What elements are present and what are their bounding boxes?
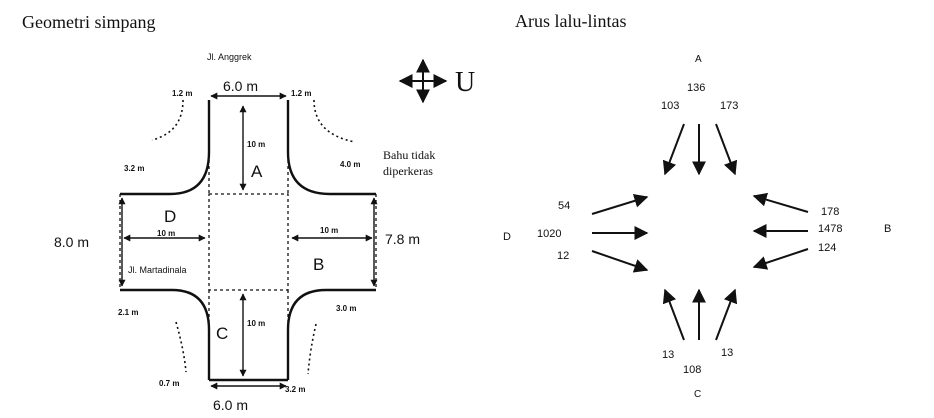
flow-approach-a-label: A (695, 54, 702, 65)
flow-approach-d-label: D (503, 231, 511, 243)
flow-approach-b-label: B (884, 223, 891, 235)
shoulder-note-line2: diperkeras (383, 164, 433, 178)
traffic-flow-panel: Arus lalu-lintas A 136 103 173 178 1 (503, 11, 891, 400)
flow-a-left-arrow (662, 123, 685, 176)
dimension-lines (118, 92, 378, 390)
dim-corner-sw: 2.1 m (118, 308, 138, 317)
north-symbol: U (455, 67, 475, 98)
dim-bottom-shoulder-left: 0.7 m (159, 379, 179, 388)
west-road-name: Jl. Martadinala (128, 265, 187, 275)
flow-b-left-value: 124 (818, 242, 836, 254)
flow-d-left-value: 54 (558, 200, 570, 212)
flow-b-through-value: 1478 (818, 223, 842, 235)
flow-c-through-value: 108 (683, 364, 701, 376)
approach-a-label: A (251, 162, 263, 181)
approach-c-label: C (216, 324, 228, 343)
flow-a-left-value: 103 (661, 100, 679, 112)
dim-arm-c-length: 10 m (247, 319, 265, 328)
shoulder-edges (151, 99, 356, 375)
flow-c-left-arrow (662, 288, 685, 341)
flow-c-right-arrow (715, 288, 738, 341)
flow-c-right-value: 13 (721, 347, 733, 359)
flow-approach-c-label: C (694, 389, 701, 400)
dim-arm-d-length: 10 m (157, 229, 175, 238)
dim-arm-b-length: 10 m (320, 226, 338, 235)
dim-bottom-width: 6.0 m (213, 397, 248, 413)
north-road-name: Jl. Anggrek (207, 52, 252, 62)
approach-b-label: B (313, 255, 324, 274)
flow-b-left-arrow (752, 248, 809, 270)
flow-d-through-value: 1020 (537, 228, 561, 240)
flow-c-left-value: 13 (662, 349, 674, 361)
dim-corner-nw: 3.2 m (124, 164, 144, 173)
flow-a-through-value: 136 (687, 82, 705, 94)
flow-d-left-arrow (591, 194, 649, 215)
dim-left-width: 8.0 m (54, 234, 89, 250)
dim-top-shoulder-right: 1.2 m (291, 89, 311, 98)
flow-d-right-value: 12 (557, 250, 569, 262)
traffic-title: Arus lalu-lintas (515, 11, 626, 31)
north-arrow-icon (398, 58, 448, 104)
approach-d-label: D (164, 207, 176, 226)
dim-right-width: 7.8 m (385, 231, 420, 247)
dim-bottom-shoulder-right: 3.2 m (285, 385, 305, 394)
flow-a-right-value: 173 (720, 100, 738, 112)
flow-arrows (591, 123, 809, 341)
shoulder-note-line1: Bahu tidak (383, 148, 435, 162)
flow-b-right-value: 178 (821, 206, 839, 218)
dim-arm-a-length: 10 m (247, 140, 265, 149)
geometry-panel: Geometri simpang U (22, 12, 475, 413)
flow-a-right-arrow (715, 123, 738, 176)
road-edges (120, 100, 376, 382)
flow-d-right-arrow (591, 250, 649, 273)
dim-top-width: 6.0 m (223, 78, 258, 94)
flow-b-right-arrow (752, 192, 809, 213)
geometry-title: Geometri simpang (22, 12, 155, 32)
dim-top-shoulder-left: 1.2 m (172, 89, 192, 98)
dim-corner-ne: 4.0 m (340, 160, 360, 169)
dim-corner-se: 3.0 m (336, 304, 356, 313)
